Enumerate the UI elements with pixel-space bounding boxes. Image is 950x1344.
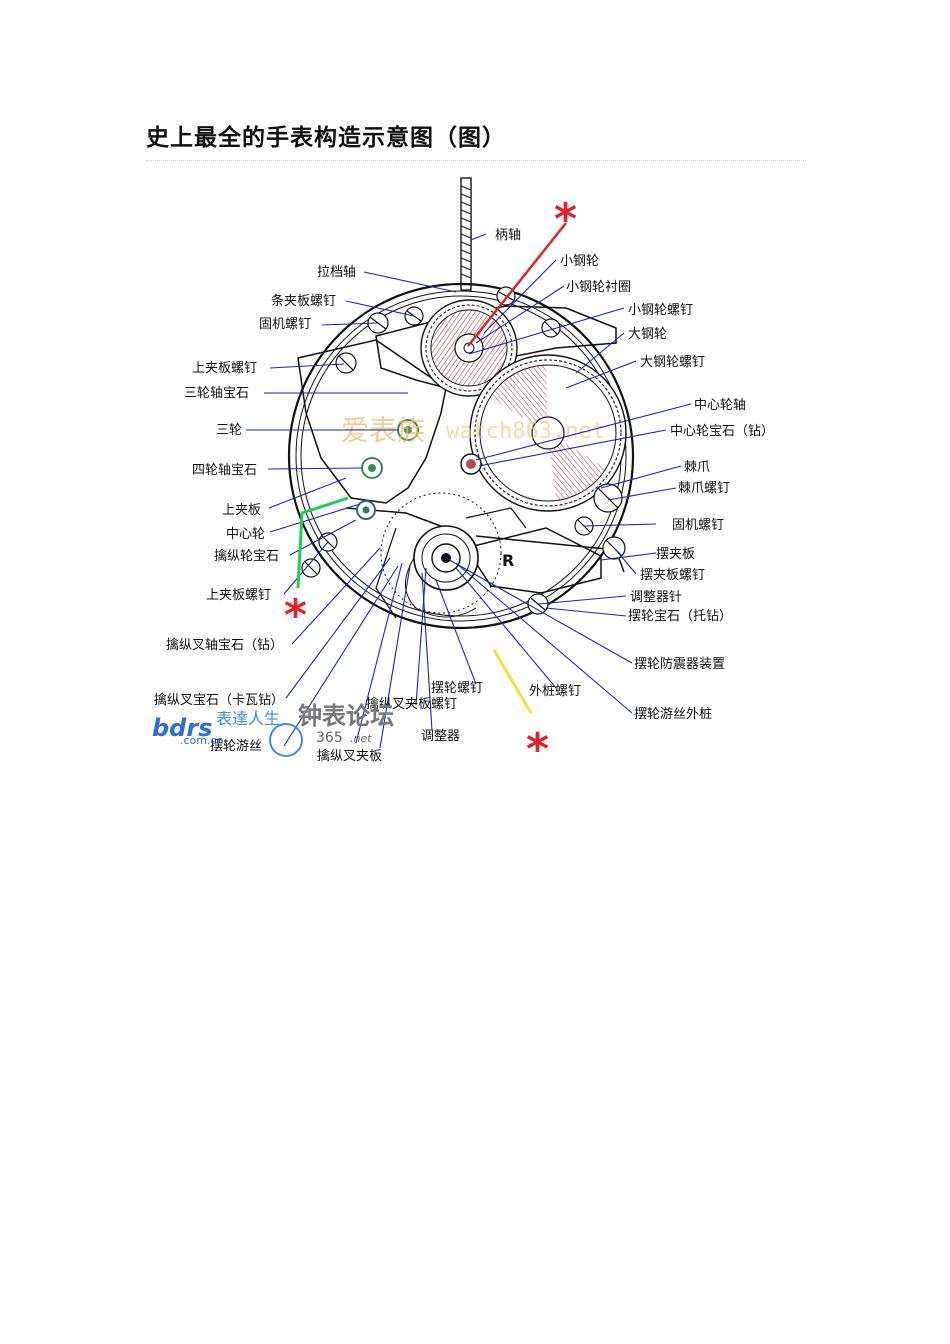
label-tiaojiaban-luoding: 条夹板螺钉 [271,293,336,309]
logo-brand: bdrs [152,714,212,742]
red-asterisk-top: * [554,194,577,245]
train-jewels [356,419,419,520]
logo-forum: 钟表论坛 [298,702,394,730]
forum-logo: bdrs .com.cn 表達人生 钟表论坛 365 .net [152,702,394,757]
logo-net: .net [350,732,372,745]
red-asterisk-bottom: * [526,724,549,775]
label-qinzongcha-jiaban: 擒纵叉夹板 [317,748,382,764]
label-zhongxinlun-baoshi: 中心轮宝石（钻） [670,424,774,439]
ratchet-wheel [469,354,627,512]
page-title: 史上最全的手表构造示意图（图） [146,125,506,151]
label-qinzonglun-baoshi: 擒纵轮宝石 [214,548,279,564]
logo-badge-icon [269,723,303,757]
label-daganglun: 大钢轮 [628,327,667,342]
label-jizhua-luoding: 棘爪螺钉 [678,481,730,496]
label-shangjiaban: 上夹板 [222,503,261,518]
label-sanlunzhou-baoshi: 三轮轴宝石 [184,386,249,401]
watch-movement-diagram: R 爱表族 watch863.net [146,168,806,778]
red-asterisk-left: * [284,590,307,641]
label-ladangzhou: 拉档轴 [317,265,356,280]
label-waizhuang-luoding: 外桩螺钉 [529,684,581,699]
logo-domain: .com.cn [180,734,224,747]
label-xiaoganglun-luoding: 小钢轮螺钉 [628,303,693,318]
label-qinzongcha-jiaban-luoding: 擒纵叉夹板螺钉 [366,696,457,712]
label-baijiaban: 摆夹板 [656,547,695,562]
watermark-url: watch863.net [446,419,605,444]
label-bailun-yousi: 摆轮游丝 [210,739,262,754]
leader-lines [246,233,692,749]
label-zhongxinlunzhou: 中心轮轴 [694,398,746,413]
label-bailun-fangzhenqi: 摆轮防震器装置 [634,656,725,672]
label-daganglun-luoding: 大钢轮螺钉 [640,355,705,370]
logo-cn: 表達人生 [216,709,280,728]
label-silunzhou-baoshi: 四轮轴宝石 [192,463,257,478]
label-xiaoganglun: 小钢轮 [560,254,599,269]
label-bailun-yousi-waizhuang: 摆轮游丝外桩 [634,707,712,722]
label-bailun-luoding: 摆轮螺钉 [431,681,483,696]
crown-stem [460,177,472,291]
label-shangjiaban-luoding: 上夹板螺钉 [192,361,257,376]
label-qinzongcha-zhou-baoshi: 擒纵叉轴宝石（钻） [166,637,283,653]
label-gujiluoding-right: 固机螺钉 [672,518,724,533]
green-annotation [296,496,349,589]
yellow-annotation [492,649,533,714]
label-gujiluoding-top: 固机螺钉 [259,317,311,332]
movement-mark-text: R [502,551,514,570]
label-tiaozhengqizhen: 调整器针 [630,590,682,605]
center-wheel-jewel [460,453,482,475]
label-bailun-baoshi: 摆轮宝石（托钻） [628,609,732,624]
red-annotation: * * * [284,194,577,775]
label-sanlun: 三轮 [216,423,242,438]
logo-num: 365 [316,730,343,746]
title-divider [146,160,806,161]
label-tiaozhengqi: 调整器 [421,729,460,744]
label-qinzongcha-baoshi: 擒纵叉宝石（卡瓦钻） [154,692,284,708]
label-baijiaban-luoding: 摆夹板螺钉 [640,568,705,583]
label-shangjiaban-luoding2: 上夹板螺钉 [206,588,271,603]
label-zhongxinlun: 中心轮 [226,527,265,542]
label-bingzhou: 柄轴 [495,228,521,243]
label-jizhua: 棘爪 [684,460,710,475]
label-xiaoganglun-chenquan: 小钢轮衬圈 [566,280,631,295]
